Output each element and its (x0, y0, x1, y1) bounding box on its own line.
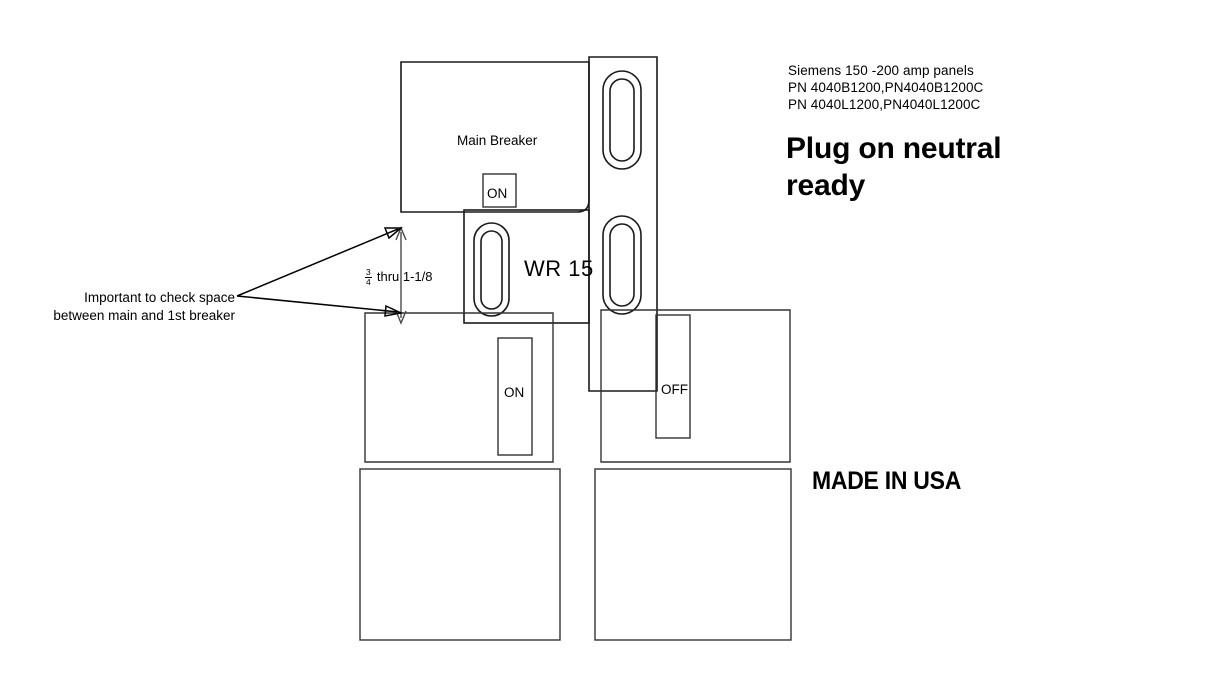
main-breaker-label: Main Breaker (457, 133, 538, 148)
callout-arrowhead-lower (384, 304, 404, 317)
callout-arrowhead-upper (383, 227, 404, 240)
right-breaker-strip (588, 56, 658, 392)
dimension-label: 3 4 thru 1-1/8 (365, 268, 433, 286)
callout-leader-upper (236, 228, 399, 297)
right-strip-lower-handle-outer (602, 215, 642, 315)
product-info-line2: PN 4040B1200,PN4040B1200C (788, 80, 984, 95)
left-breaker-state-label: ON (504, 385, 525, 400)
right-breaker-off-window (655, 314, 691, 439)
dimension-range-text: thru 1-1/8 (373, 269, 433, 285)
right-strip-upper-handle-inner (609, 78, 635, 162)
lower-right-panel (600, 309, 791, 463)
made-in-usa-label: MADE IN USA (812, 467, 962, 495)
product-info-line1: Siemens 150 -200 amp panels (788, 63, 974, 78)
main-breaker-state-label: ON (487, 186, 508, 201)
fraction-three-quarters: 3 4 (365, 268, 372, 286)
product-info-line3: PN 4040L1200,PN4040L1200C (788, 97, 981, 112)
callout-line2: between main and 1st breaker (53, 308, 235, 323)
fraction-denominator: 4 (366, 276, 371, 287)
callout-leader-lower (236, 295, 399, 313)
fraction-numerator: 3 (366, 267, 371, 277)
bottom-right-block (594, 468, 792, 641)
wr15-label: WR 15 (524, 256, 594, 281)
right-breaker-state-label: OFF (661, 382, 688, 397)
wr15-handle-outer (473, 222, 510, 317)
dimension-arrowhead-bottom (395, 310, 407, 325)
lower-left-panel (364, 312, 554, 463)
headline-line1: Plug on neutral (786, 132, 1002, 165)
left-breaker-on-window (497, 337, 533, 456)
fraction-bar (365, 276, 372, 278)
callout-line1: Important to check space (84, 290, 235, 305)
main-breaker-on-window (482, 173, 517, 208)
headline-line2: ready (786, 169, 866, 202)
wr15-handle-inner (480, 230, 503, 310)
right-strip-upper-handle-outer (602, 70, 642, 170)
right-strip-lower-handle-inner (609, 223, 635, 307)
bottom-left-block (359, 468, 561, 641)
